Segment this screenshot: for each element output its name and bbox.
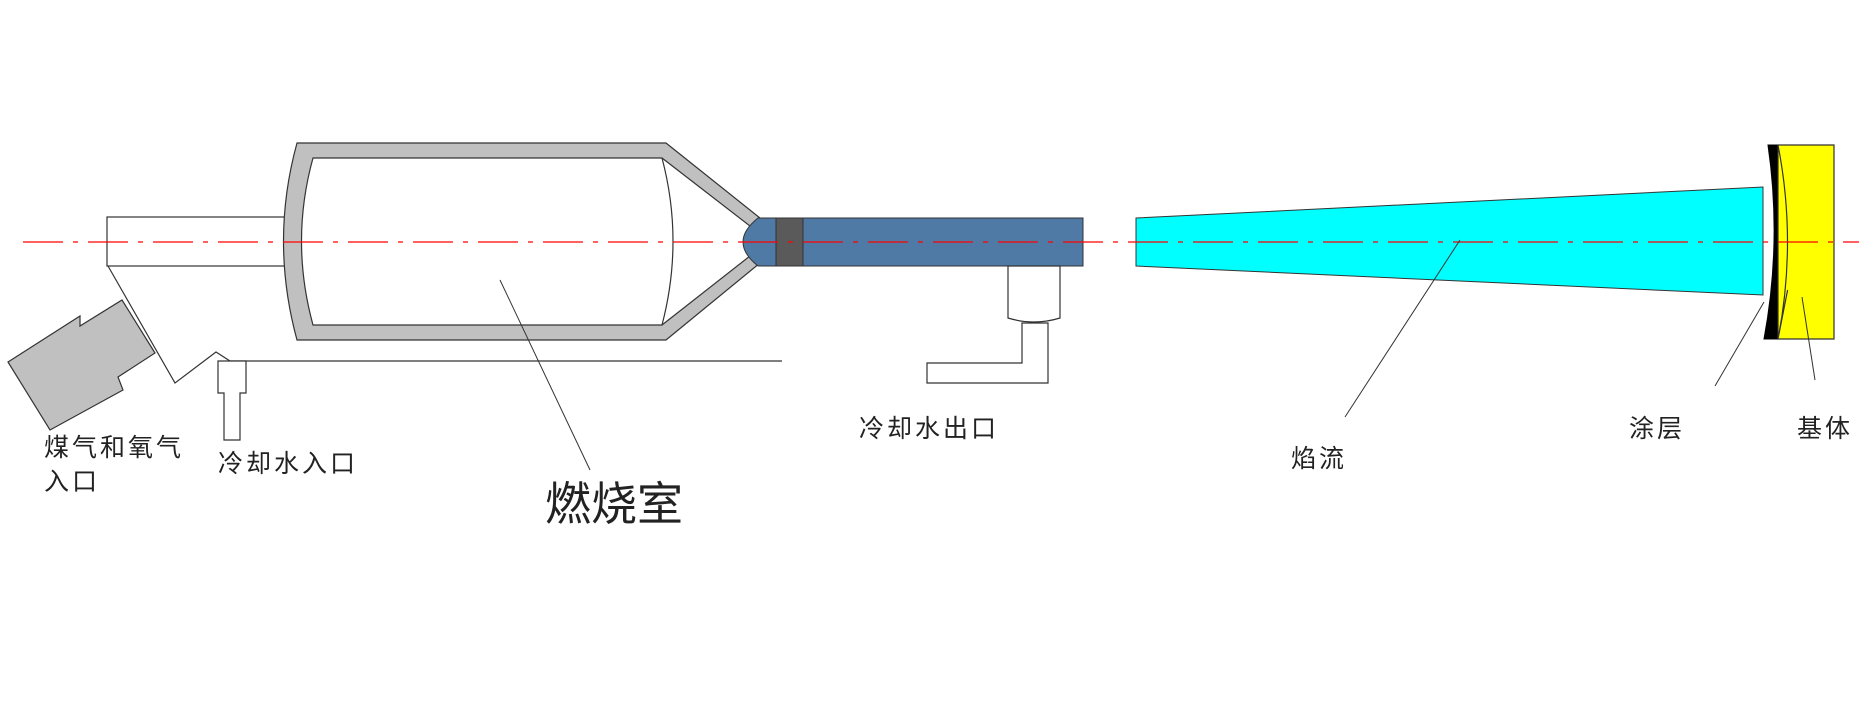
inlet-tube — [106, 216, 291, 267]
flame-jet — [1135, 186, 1764, 296]
coolant-outlet-pipe — [1007, 265, 1061, 323]
label-flame-jet: 焰流 — [1291, 444, 1347, 473]
coolant-inlet-pipe — [217, 360, 247, 441]
leader-combustion-chamber — [499, 279, 591, 471]
chamber-exit-arc — [661, 157, 674, 326]
leader-flame-jet — [1344, 239, 1461, 418]
label-substrate: 基体 — [1797, 414, 1853, 443]
inlet-pipe-outline — [107, 265, 782, 384]
label-combustion-chamber: 燃烧室 — [545, 477, 683, 531]
leader-coating — [1714, 301, 1765, 387]
leader-substrate — [1801, 296, 1816, 381]
gas-inlet-fitting — [7, 299, 156, 431]
label-coolant-outlet: 冷却水出口 — [859, 414, 999, 443]
label-coolant-inlet: 冷却水入口 — [218, 449, 358, 478]
coolant-outlet-elbow — [926, 322, 1049, 384]
combustion-chamber-cavity — [300, 157, 751, 326]
label-gas-inlet-line2: 入口 — [44, 467, 100, 496]
label-gas-inlet-line1: 煤气和氧气 — [44, 433, 184, 462]
label-coating: 涂层 — [1629, 414, 1685, 443]
